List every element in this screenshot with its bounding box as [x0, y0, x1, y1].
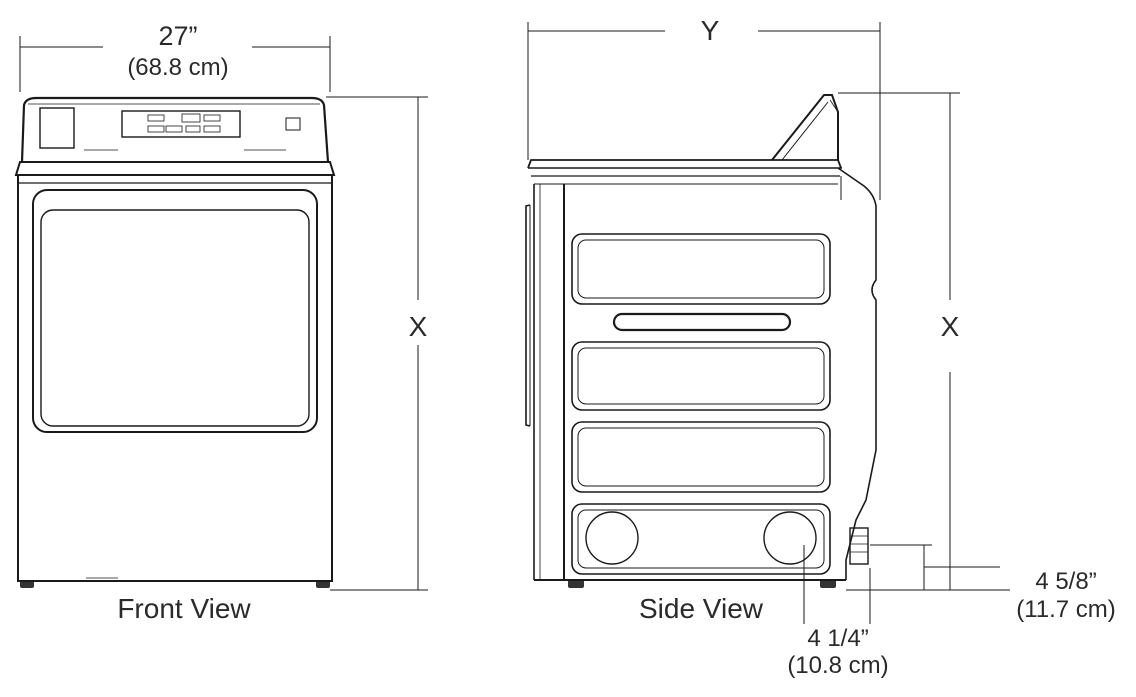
front-width-dimension-line [19, 36, 331, 92]
side-view-drawing [525, 94, 877, 588]
side-height-label: X [941, 311, 960, 342]
front-width-cm-label: (68.8 cm) [127, 54, 228, 81]
front-view-title: Front View [117, 593, 251, 624]
front-width-inches-label: 27” [158, 21, 197, 51]
clearance-b-dimension-line [803, 545, 871, 624]
front-view-drawing [14, 96, 336, 588]
front-height-label: X [409, 311, 428, 342]
clearance-b-cm-label: (10.8 cm) [787, 652, 888, 679]
side-depth-label: Y [701, 15, 720, 46]
clearance-a-dimension-line [870, 544, 1000, 590]
clearance-a-cm-label: (11.7 cm) [1016, 596, 1116, 623]
front-height-dimension-line [326, 96, 428, 591]
clearance-a-inches-label: 4 5/8” [1035, 568, 1096, 595]
side-view-title: Side View [639, 593, 764, 624]
side-height-dimension-line [838, 92, 1010, 591]
side-depth-dimension-line [527, 22, 881, 200]
clearance-b-inches-label: 4 1/4” [807, 625, 868, 652]
